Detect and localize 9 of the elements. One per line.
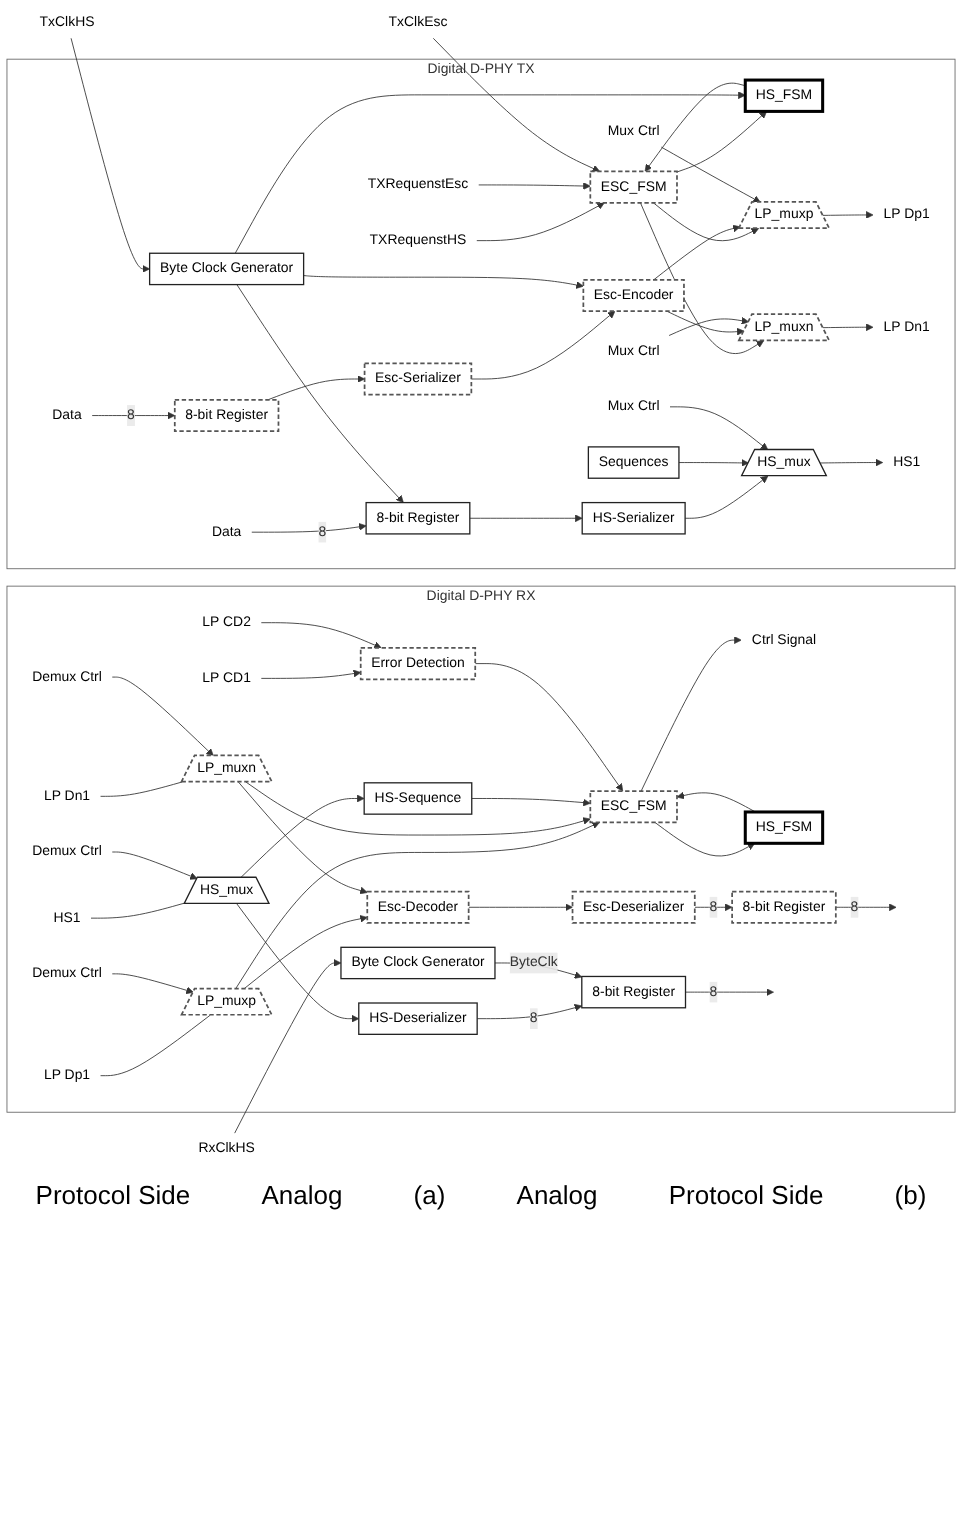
connector (100, 1014, 211, 1077)
side-label: Analog (516, 1179, 598, 1210)
connector (90, 902, 186, 919)
side-label: (a) (413, 1179, 446, 1210)
side-label: Protocol Side (668, 1179, 824, 1210)
side-label: Protocol Side (35, 1179, 191, 1210)
connector (100, 781, 183, 797)
side-label: (b) (894, 1179, 927, 1210)
side-label: Analog (261, 1179, 343, 1210)
